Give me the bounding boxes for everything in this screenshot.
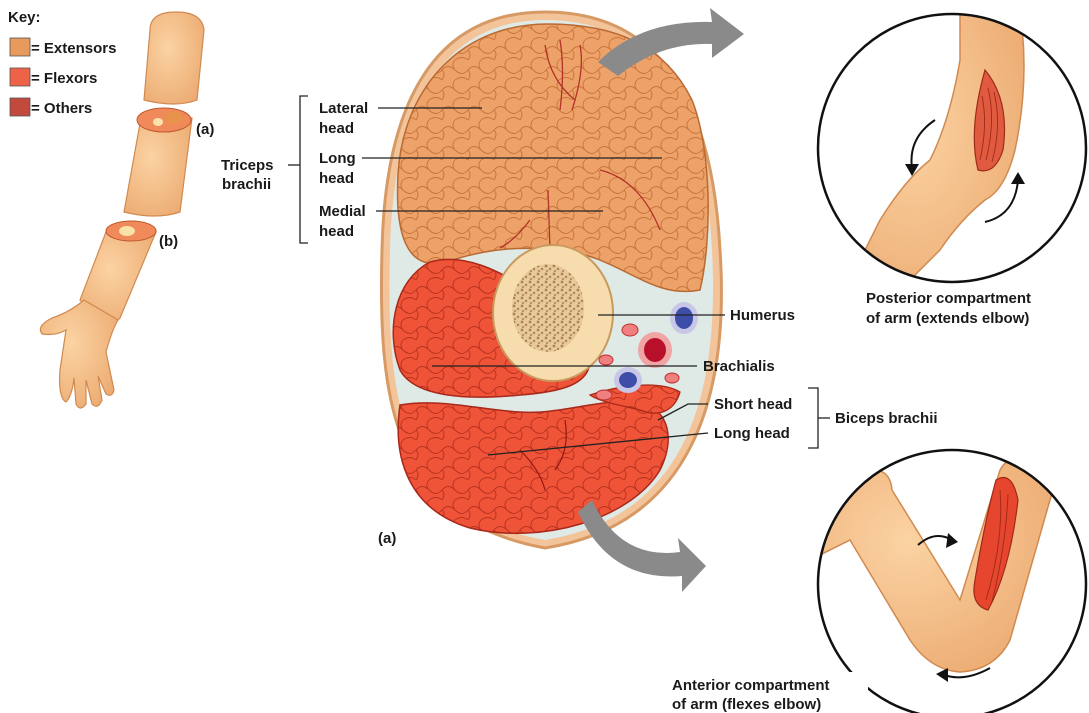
lateral-head-label-1: Lateral bbox=[319, 100, 368, 117]
arrow-to-anterior bbox=[578, 500, 706, 592]
key-title: Key: bbox=[8, 9, 41, 26]
humerus-label: Humerus bbox=[730, 307, 795, 324]
figure-label-a: (a) bbox=[378, 530, 396, 547]
anterior-caption-line2: of arm (flexes elbow) bbox=[672, 696, 821, 713]
humerus-marrow bbox=[512, 264, 584, 352]
key-legend: Key: = Extensors = Flexors = Others bbox=[8, 9, 116, 117]
triceps-label-line2: brachii bbox=[222, 176, 271, 193]
long-head-label: Long head bbox=[714, 425, 790, 442]
hand-shape bbox=[40, 300, 118, 408]
others-swatch bbox=[10, 98, 30, 116]
arm-label-b: (b) bbox=[159, 233, 178, 250]
triceps-bracket bbox=[300, 96, 308, 243]
cross-section bbox=[381, 12, 721, 548]
upper-arm-segment bbox=[144, 12, 204, 104]
anterior-compartment-illustration: Anterior compartment of arm (flexes elbo… bbox=[668, 450, 1086, 713]
medial-head-label-1: Medial bbox=[319, 203, 366, 220]
brachial-artery bbox=[644, 338, 666, 362]
vein-lower bbox=[619, 372, 637, 388]
biceps-bracket bbox=[808, 388, 818, 448]
triceps-label-line1: Triceps bbox=[221, 157, 274, 174]
brachialis-label: Brachialis bbox=[703, 358, 775, 375]
mid-arm-segment bbox=[124, 118, 192, 216]
lateral-head-label-2: head bbox=[319, 120, 354, 137]
extensors-swatch bbox=[10, 38, 30, 56]
flexors-key-label: = Flexors bbox=[31, 70, 97, 87]
posterior-caption-line2: of arm (extends elbow) bbox=[866, 310, 1029, 327]
biceps-brachii-label: Biceps brachii bbox=[835, 410, 938, 427]
medial-head-label-2: head bbox=[319, 223, 354, 240]
flexors-swatch bbox=[10, 68, 30, 86]
vein-upper bbox=[675, 307, 693, 329]
arm-label-a: (a) bbox=[196, 121, 214, 138]
short-head-label: Short head bbox=[714, 396, 792, 413]
others-key-label: = Others bbox=[31, 100, 92, 117]
extensors-key-label: = Extensors bbox=[31, 40, 116, 57]
long-head-label-2: head bbox=[319, 170, 354, 187]
anterior-caption-line1: Anterior compartment bbox=[672, 677, 830, 694]
posterior-caption-line1: Posterior compartment bbox=[866, 290, 1031, 307]
cross-section-a-marker bbox=[137, 108, 191, 132]
posterior-compartment-illustration: Posterior compartment of arm (extends el… bbox=[818, 10, 1086, 327]
long-head-label-1: Long bbox=[319, 150, 356, 167]
